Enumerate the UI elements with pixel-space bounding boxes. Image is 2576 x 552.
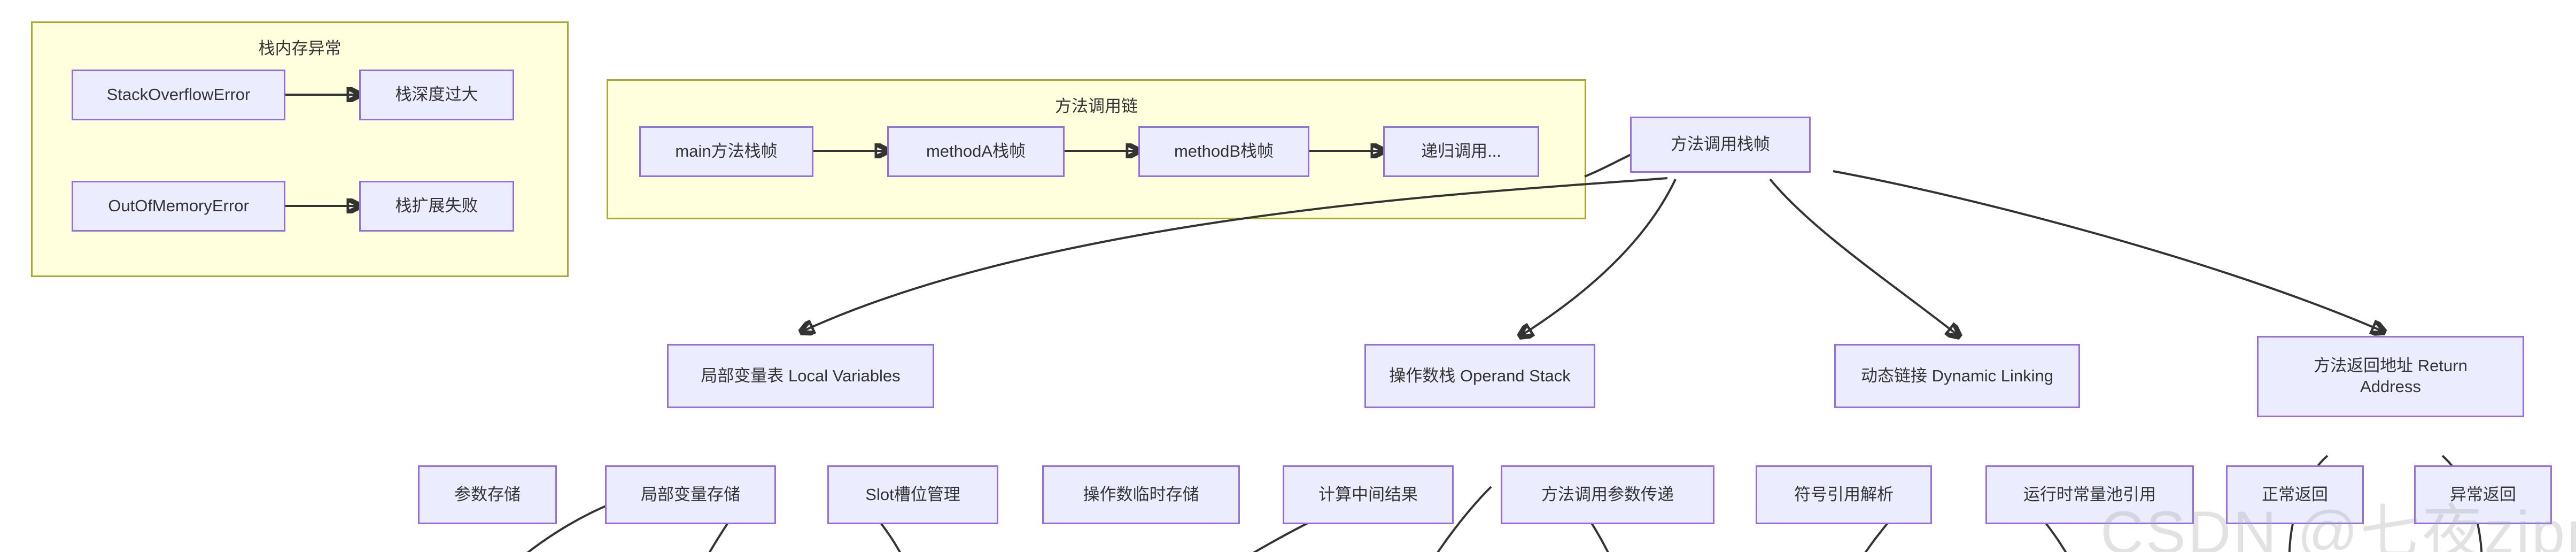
node-label: 正常返回 [2262,485,2328,504]
node-operand-stack[interactable]: 操作数栈 Operand Stack [1364,344,1595,408]
node-label: 局部变量存储 [641,485,740,504]
node-label: 方法调用参数传递 [1541,485,1674,504]
node-main-frame[interactable]: main方法栈帧 [639,126,813,177]
node-local-variables[interactable]: 局部变量表 Local Variables [667,344,934,408]
node-stack-overflow-error[interactable]: StackOverflowError [72,70,285,120]
node-label-line1: 方法返回地址 Return [2314,356,2468,375]
node-calc-intermediate-result[interactable]: 计算中间结果 [1283,465,1454,524]
node-label: 局部变量表 Local Variables [701,366,901,385]
node-stack-expand-failed[interactable]: 栈扩展失败 [359,181,514,232]
node-label-line2: Address [2360,377,2421,396]
node-dynamic-linking[interactable]: 动态链接 Dynamic Linking [1834,344,2080,408]
edge-frame-to-dynamic-linking [1769,178,1959,336]
node-label: Slot槽位管理 [865,485,960,504]
cluster-title-method-call-chain: 方法调用链 [1055,97,1138,116]
node-normal-return[interactable]: 正常返回 [2226,465,2364,524]
node-label: 栈深度过大 [395,85,478,104]
node-method-a-frame[interactable]: methodA栈帧 [887,126,1065,177]
node-exception-return[interactable]: 异常返回 [2414,465,2552,524]
node-operand-temp-storage[interactable]: 操作数临时存储 [1042,465,1240,524]
node-label: 计算中间结果 [1318,485,1418,504]
node-slot-management[interactable]: Slot槽位管理 [827,465,998,524]
node-label: 符号引用解析 [1794,485,1894,504]
cluster-stack-memory-exception: 栈内存异常 [31,21,569,277]
edge-frame-to-return-address [1833,170,2384,332]
node-runtime-constant-pool-ref[interactable]: 运行时常量池引用 [1985,465,2194,524]
node-local-var-storage[interactable]: 局部变量存储 [605,465,776,524]
cluster-title-stack-memory-exception: 栈内存异常 [258,39,342,58]
node-method-b-frame[interactable]: methodB栈帧 [1138,126,1309,177]
node-label: StackOverflowError [106,85,251,104]
node-return-address[interactable]: 方法返回地址 Return Address [2257,336,2524,417]
node-label: 操作数临时存储 [1083,485,1199,504]
node-out-of-memory-error[interactable]: OutOfMemoryError [72,181,285,232]
node-label: main方法栈帧 [675,142,778,161]
node-label: 递归调用... [1421,142,1501,161]
node-recursive-call[interactable]: 递归调用... [1383,126,1539,177]
node-method-call-param-passing[interactable]: 方法调用参数传递 [1501,465,1714,524]
node-method-call-stack-frame[interactable]: 方法调用栈帧 [1630,117,1811,173]
node-label: 操作数栈 Operand Stack [1389,366,1571,385]
node-label: 动态链接 Dynamic Linking [1860,366,2054,385]
node-label: 参数存储 [454,485,521,504]
node-symbol-ref-resolution[interactable]: 符号引用解析 [1756,465,1932,524]
node-label: 运行时常量池引用 [2023,485,2156,504]
node-label: 栈扩展失败 [395,196,478,216]
node-label: methodB栈帧 [1174,142,1274,161]
node-label: OutOfMemoryError [108,196,249,216]
node-stack-depth-too-large[interactable]: 栈深度过大 [359,70,514,120]
node-label: methodA栈帧 [926,142,1026,161]
node-label: 方法调用栈帧 [1671,135,1770,154]
node-param-storage[interactable]: 参数存储 [418,465,557,524]
node-label: 异常返回 [2450,485,2516,504]
